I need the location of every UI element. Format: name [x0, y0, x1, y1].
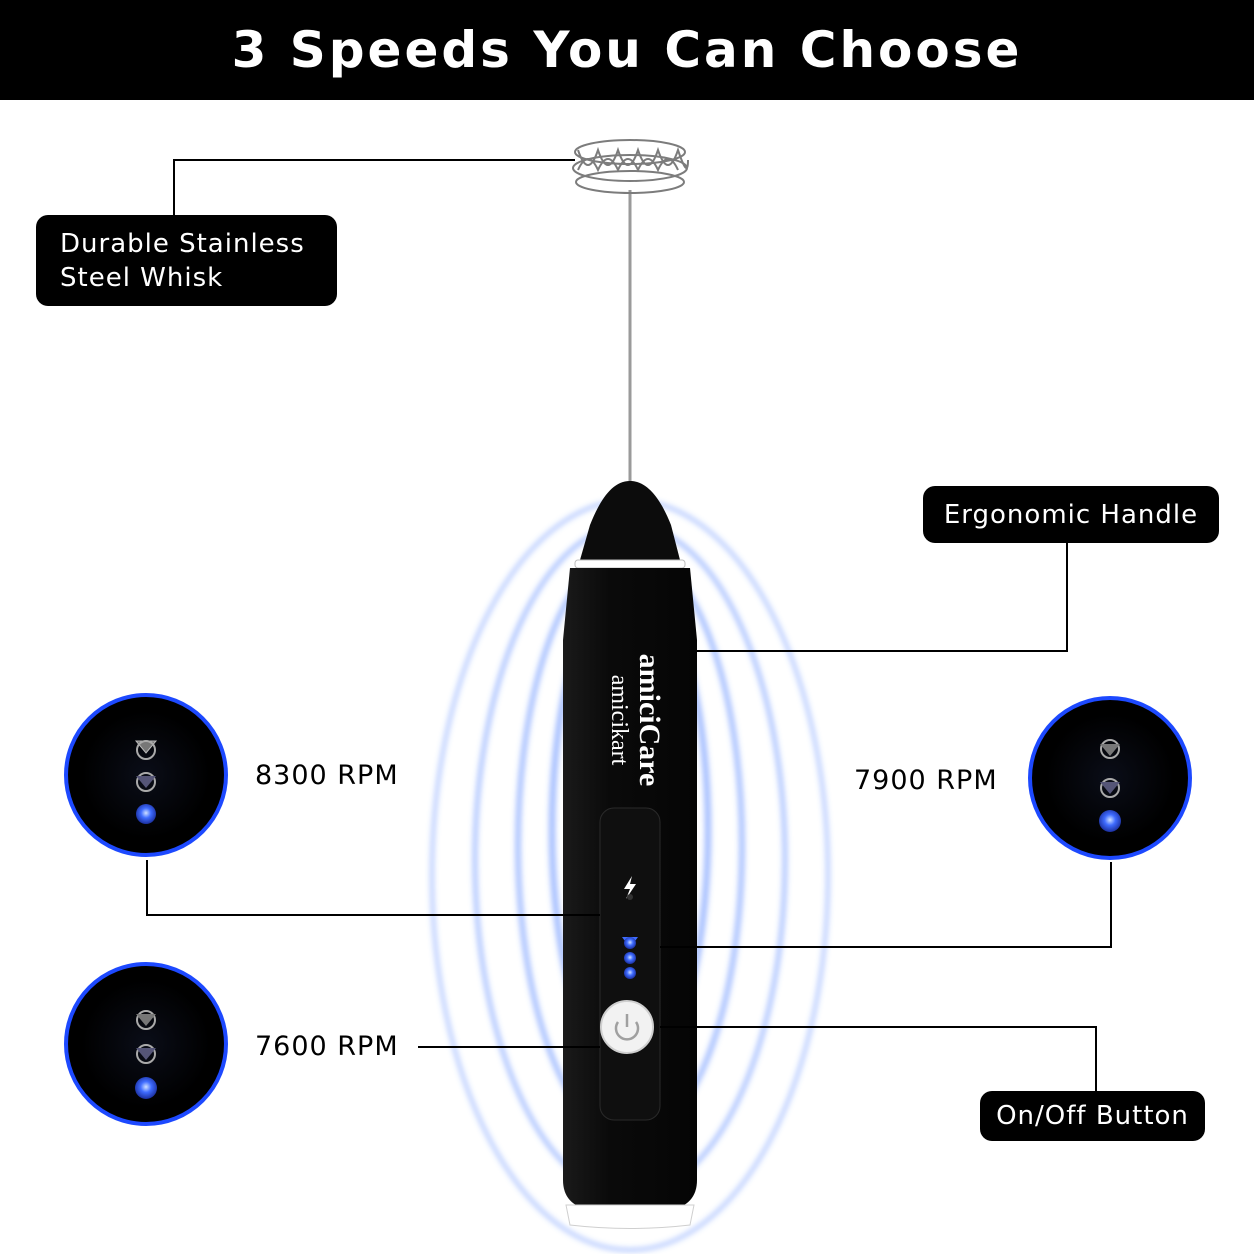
brand-subname: amicikart: [606, 675, 632, 766]
speed-detail-8300: [64, 693, 228, 857]
charging-port-dot: [627, 894, 633, 900]
leader-line-8300: [146, 860, 600, 916]
speed-detail-7600: [64, 962, 228, 1126]
leader-line-button: [660, 1026, 1097, 1091]
title-banner: 3 Speeds You Can Choose: [0, 0, 1254, 100]
speed-label-8300: 8300 RPM: [255, 760, 399, 791]
led-on: [1099, 810, 1121, 832]
whisk-coil-icon: [572, 139, 689, 194]
callout-handle-label: Ergonomic Handle: [943, 499, 1199, 530]
speed-label-7900: 7900 RPM: [854, 765, 998, 796]
power-button-icon: [600, 1000, 654, 1054]
callout-button: On/Off Button: [980, 1091, 1205, 1141]
speed-led: [624, 937, 636, 949]
speed-label-7600: 7600 RPM: [255, 1031, 399, 1062]
leader-lines: [146, 159, 1112, 1091]
callout-handle: Ergonomic Handle: [923, 486, 1219, 543]
callout-button-label: On/Off Button: [996, 1101, 1189, 1131]
led-on: [135, 1077, 157, 1099]
speed-led: [624, 967, 636, 979]
leader-line-7900: [660, 862, 1112, 948]
leader-line-whisk: [173, 159, 575, 217]
callout-whisk-label: Durable Stainless Steel Whisk: [60, 228, 305, 293]
led-on: [136, 804, 156, 824]
frother-body: [563, 481, 697, 1229]
speed-led: [624, 952, 636, 964]
leader-line-handle: [697, 543, 1068, 652]
speed-detail-7900: [1028, 696, 1192, 860]
body-speed-leds: [622, 937, 638, 979]
callout-whisk: Durable Stainless Steel Whisk: [36, 215, 337, 306]
charging-bolt-icon: [624, 876, 636, 899]
brand-name: amiciCare: [633, 654, 666, 787]
page-title: 3 Speeds You Can Choose: [231, 21, 1023, 79]
